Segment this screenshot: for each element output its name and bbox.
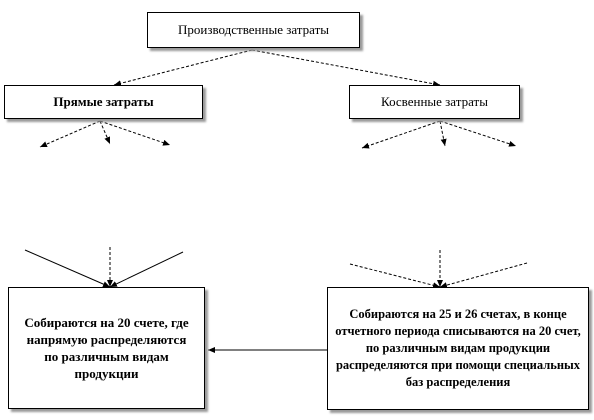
- arrow-to-indirect-costs: [251, 49, 441, 87]
- arrow-direct-left: [39, 120, 101, 148]
- accounts-25-26-box: Собираются на 25 и 26 счетах, в конце от…: [327, 287, 589, 410]
- arrow-converge-right-3: [439, 262, 528, 289]
- account-20-box: Собираются на 20 счете, где напрямую рас…: [8, 287, 205, 409]
- indirect-costs-label: Косвенные затраты: [381, 94, 488, 109]
- arrow-converge-left-3: [109, 251, 184, 288]
- direct-costs-box: Прямые затраты: [4, 85, 203, 119]
- arrow-indirect-right: [439, 120, 517, 147]
- arrow-converge-left-1: [24, 249, 111, 288]
- production-costs-label: Производственные затраты: [178, 22, 329, 37]
- accounts-25-26-text: Собираются на 25 и 26 счетах, в конце от…: [335, 307, 581, 389]
- arrow-indirect-mid: [439, 120, 447, 147]
- indirect-costs-box: Косвенные затраты: [349, 85, 520, 119]
- arrow-direct-mid: [99, 120, 111, 145]
- production-costs-box: Производственные затраты: [147, 12, 360, 48]
- arrow-indirect-left: [361, 120, 441, 149]
- direct-costs-label: Прямые затраты: [53, 94, 154, 109]
- arrow-direct-right: [99, 120, 171, 146]
- arrow-to-direct-costs: [113, 49, 253, 87]
- account-20-text: Собираются на 20 счете, где напрямую рас…: [24, 315, 189, 381]
- arrow-converge-right-1: [349, 263, 441, 289]
